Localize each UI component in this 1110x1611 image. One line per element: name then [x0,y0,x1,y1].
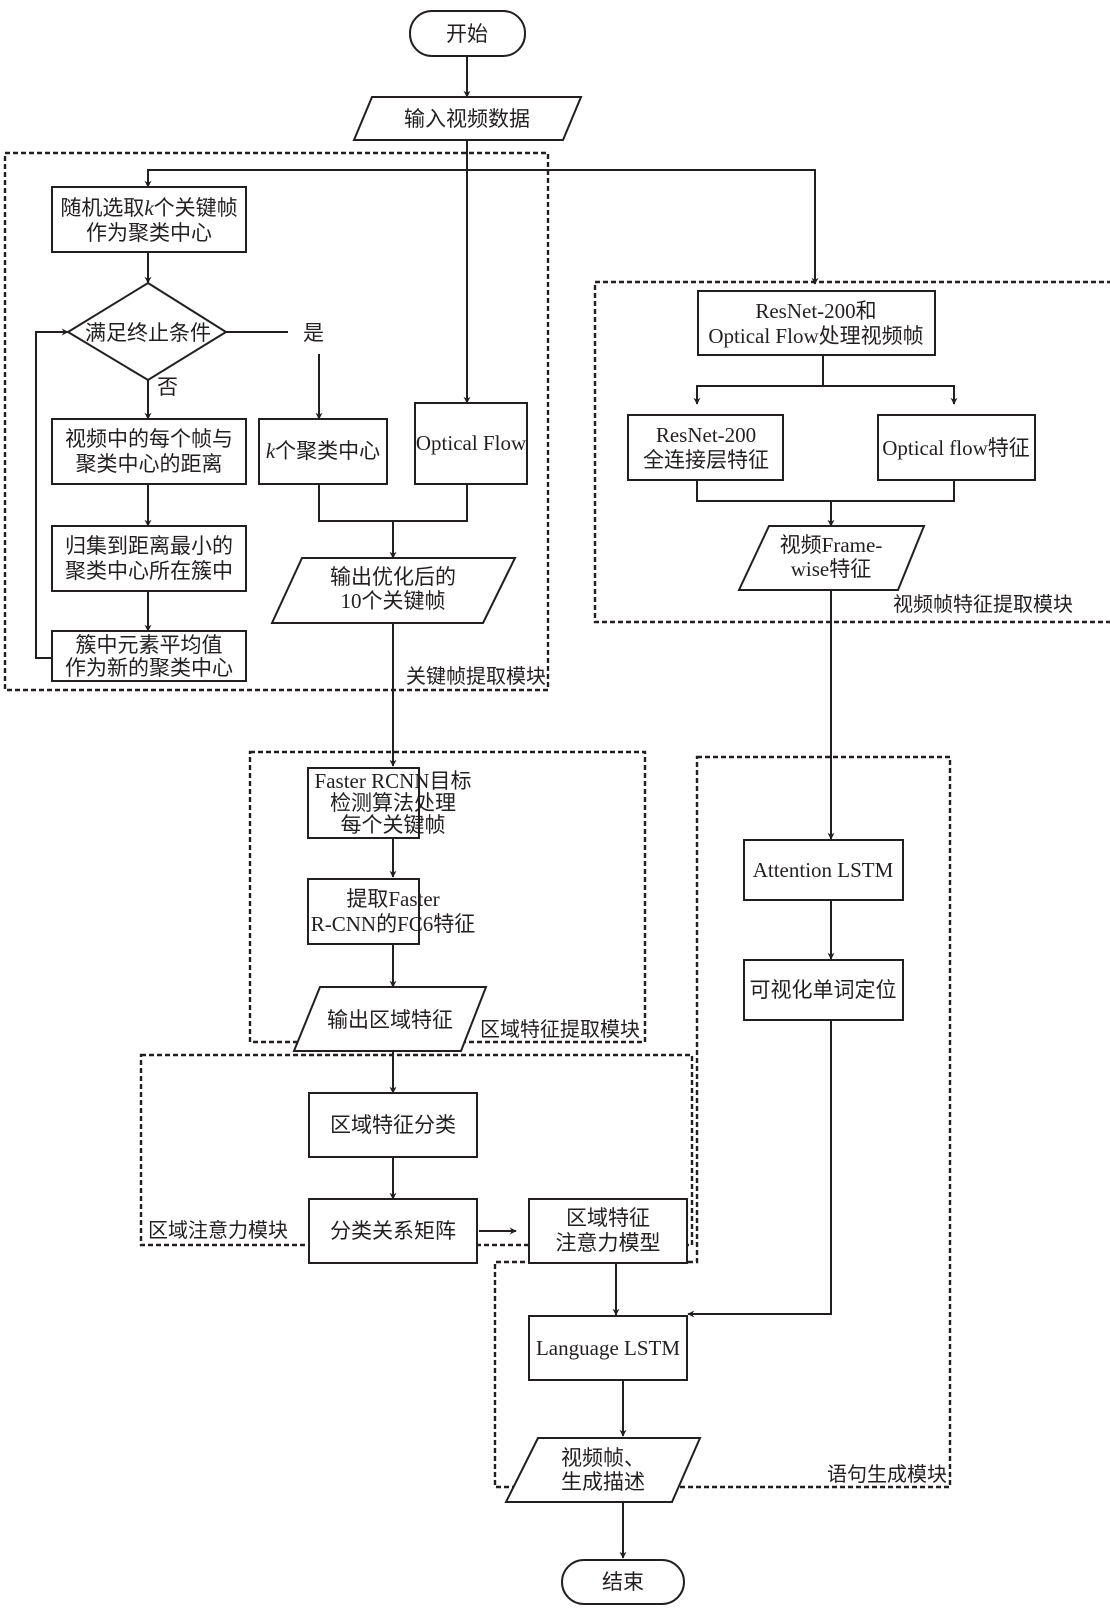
k-italic: k [144,196,154,220]
node-resnet-of: ResNet-200和 Optical Flow处理视频帧 [697,290,936,356]
edge-resnet-fc [693,385,823,405]
module-frame-sentence [493,755,952,1489]
node-assign: 归集到距离最小的 聚类中心所在簇中 [51,525,247,592]
node-random-select-line2: 作为聚类中心 [86,221,212,245]
node-update-line1: 簇中元素平均值 [76,633,223,657]
node-caption-out: 视频帧、 生成描述 [504,1437,702,1503]
module-label-sentence: 语句生成模块 [827,1463,947,1486]
node-start-label: 开始 [446,22,488,46]
node-region-attention: 区域特征 注意力模型 [528,1198,688,1264]
node-k-centers: k个聚类中心 [258,418,388,485]
node-end-label: 结束 [602,1570,644,1594]
node-attention-lstm: Attention LSTM [743,839,904,901]
node-random-select-line1: 随机选取k个关键帧 [60,196,237,220]
node-k-centers-label: k个聚类中心 [266,439,380,463]
edge-merge-keyframes [318,484,468,522]
node-resnet-fc: ResNet-200 全连接层特征 [627,414,784,481]
node-word-locate-label: 可视化单词定位 [750,978,897,1002]
node-fc6-line2: R-CNN的FC6特征 [311,912,476,936]
node-class-matrix: 分类关系矩阵 [308,1198,478,1264]
node-keyframes-out-line2: 10个关键帧 [341,589,446,613]
node-region-out-label: 输出区域特征 [327,1008,453,1032]
node-fc6-line1: 提取Faster [346,887,439,911]
node-caption-out-line1: 视频帧、 [561,1446,645,1470]
yes-label: 是 [303,321,324,345]
node-input: 输入视频数据 [352,96,583,141]
node-input-label: 输入视频数据 [404,107,530,131]
module-label-frame-feature: 视频帧特征提取模块 [893,593,1073,616]
node-fc6: 提取Faster R-CNN的FC6特征 [307,878,476,945]
node-resnet-of-line2: Optical Flow处理视频帧 [708,324,923,348]
node-assign-line1: 归集到距离最小的 [65,534,233,558]
node-distance: 视频中的每个帧与 聚类中心的距离 [51,418,247,485]
node-framewise: 视频Frame- wise特征 [737,525,926,591]
module-frame-keyframe [3,151,550,692]
edge-input-random-select [144,169,467,188]
node-end: 结束 [561,1559,685,1605]
node-distance-line1: 视频中的每个帧与 [65,427,233,451]
module-label-region-feature: 区域特征提取模块 [480,1018,640,1041]
module-label-region-attention: 区域注意力模块 [148,1219,288,1242]
node-framewise-line2: wise特征 [791,557,872,581]
node-framewise-line1: 视频Frame- [780,533,883,557]
node-random-select: 随机选取k个关键帧 作为聚类中心 [51,186,247,253]
node-faster-rcnn-line2: 检测算法处理 [330,791,456,815]
edge-features-merge [696,480,955,502]
node-distance-line2: 聚类中心的距离 [76,452,223,476]
node-resnet-fc-line2: 全连接层特征 [643,448,769,472]
module-label-keyframe: 关键帧提取模块 [406,665,546,688]
no-label: 否 [157,375,178,399]
node-class-matrix-label: 分类关系矩阵 [330,1219,456,1243]
module-frame-frame-feature [593,280,1110,624]
node-word-locate: 可视化单词定位 [743,959,904,1021]
node-keyframes-out: 输出优化后的 10个关键帧 [270,557,517,624]
node-optical-flow: Optical Flow [414,402,528,485]
edge-update-decision [35,328,69,659]
edge-resnet-of [823,385,958,405]
node-caption-out-line2: 生成描述 [561,1470,645,1494]
node-faster-rcnn: Faster RCNN目标 检测算法处理 每个关键帧 [307,767,472,839]
node-language-lstm-label: Language LSTM [536,1336,680,1360]
node-region-out: 输出区域特征 [292,986,488,1052]
node-region-attention-line1: 区域特征 [566,1206,650,1230]
node-assign-line2: 聚类中心所在簇中 [65,559,233,583]
node-decision: 满足终止条件 [66,281,228,382]
node-region-attention-line2: 注意力模型 [556,1231,661,1255]
node-keyframes-out-line1: 输出优化后的 [330,565,456,589]
node-start: 开始 [409,10,526,57]
edge-input-resnet [467,169,819,285]
node-optical-flow-label: Optical Flow [416,431,527,455]
node-language-lstm: Language LSTM [528,1315,688,1381]
node-of-feature-label: Optical flow特征 [882,436,1030,460]
node-resnet-of-line1: ResNet-200和 [755,299,876,323]
node-decision-label: 满足终止条件 [85,321,211,345]
node-update: 簇中元素平均值 作为新的聚类中心 [51,630,247,682]
node-of-feature: Optical flow特征 [877,414,1036,481]
node-resnet-fc-line1: ResNet-200 [656,423,756,447]
node-faster-rcnn-line3: 每个关键帧 [341,813,446,837]
node-region-classify-label: 区域特征分类 [330,1113,456,1137]
node-faster-rcnn-line1: Faster RCNN目标 [315,769,472,793]
node-region-classify: 区域特征分类 [308,1092,478,1158]
node-attention-lstm-label: Attention LSTM [753,858,894,882]
edge-word-language [687,1020,832,1318]
node-update-line2: 作为新的聚类中心 [65,656,233,680]
